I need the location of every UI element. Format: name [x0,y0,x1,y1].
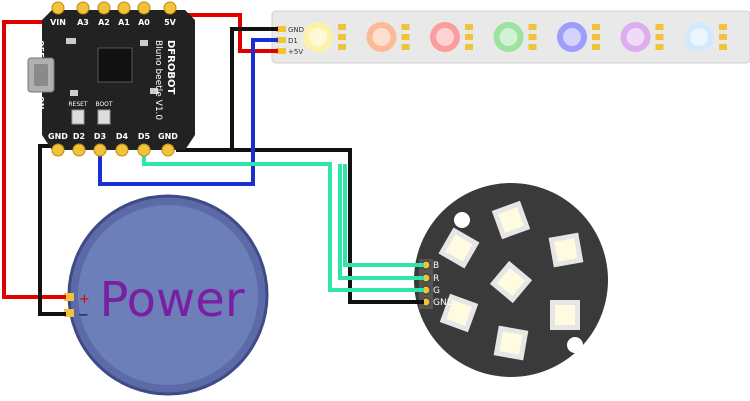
wire-black-gnd [38,144,66,316]
ring-pin-r: R [433,274,439,284]
mcu-chip [97,47,133,83]
ring-pin-g: G [433,286,440,296]
ring-pin-gnd: GND [433,298,454,308]
wire-green-d5 [142,150,424,292]
wire-blue-d3 [98,38,278,186]
switch-on-label: ON [36,96,45,110]
pin-d3: D3 [94,132,106,141]
wire-green-b [343,164,424,267]
strip-led-1 [303,22,346,52]
wire-black-ring [176,148,424,304]
pin-d4: D4 [116,132,129,141]
pin-gnd-left: GND [48,132,68,141]
ring-led-5 [439,293,479,333]
pin-a1: A1 [118,18,130,27]
ring-pin-b: B [433,261,439,271]
wire-green-r [338,164,424,280]
strip-led-3 [430,22,473,52]
switch-off-label: OFF [36,40,45,58]
led-strip: GND D1 +5V [271,10,750,64]
power-plus-label: + [79,292,90,307]
led-ring: B R G GND [414,183,608,377]
strip-pin-gnd: GND [288,26,304,34]
pin-d2: D2 [73,132,85,141]
pin-a3: A3 [77,18,89,27]
board-brand: DFROBOT [165,40,176,94]
ring-led-7 [489,260,533,304]
strip-led-6 [620,22,664,52]
pin-d5: D5 [138,132,151,141]
bluno-beetle-board: VIN A3 A2 A1 A0 5V GND D2 D3 D4 D5 GND O… [27,1,195,157]
strip-pin-5v: +5V [288,48,303,56]
reset-label: RESET [68,101,88,108]
power-minus-label: − [78,308,89,323]
wire-red-5v [183,13,278,53]
ring-led-4 [493,325,529,361]
power-label: Power [99,272,244,328]
strip-led-4 [493,22,537,52]
strip-pin-d1: D1 [288,37,298,45]
strip-led-group [303,22,727,52]
boot-button[interactable] [97,109,111,125]
strip-led-7 [684,22,727,52]
board-model: Bluno beetle V1.0 [153,40,163,120]
boot-label: BOOT [95,101,112,108]
ring-led-group [438,200,584,361]
ring-led-2 [548,232,584,268]
pin-gnd-right: GND [158,132,178,141]
ring-led-1 [491,200,531,240]
strip-led-2 [366,22,410,52]
ring-led-6 [438,227,480,269]
pin-a0: A0 [138,18,150,27]
pin-vin: VIN [50,18,66,27]
pin-a2: A2 [98,18,110,27]
ring-led-3 [550,300,580,330]
power-supply: Power + − [64,194,269,396]
reset-button[interactable] [71,109,85,125]
pin-5v: 5V [164,18,177,27]
wire-red-vin [2,20,66,299]
wires [2,13,424,316]
strip-led-5 [557,22,600,52]
